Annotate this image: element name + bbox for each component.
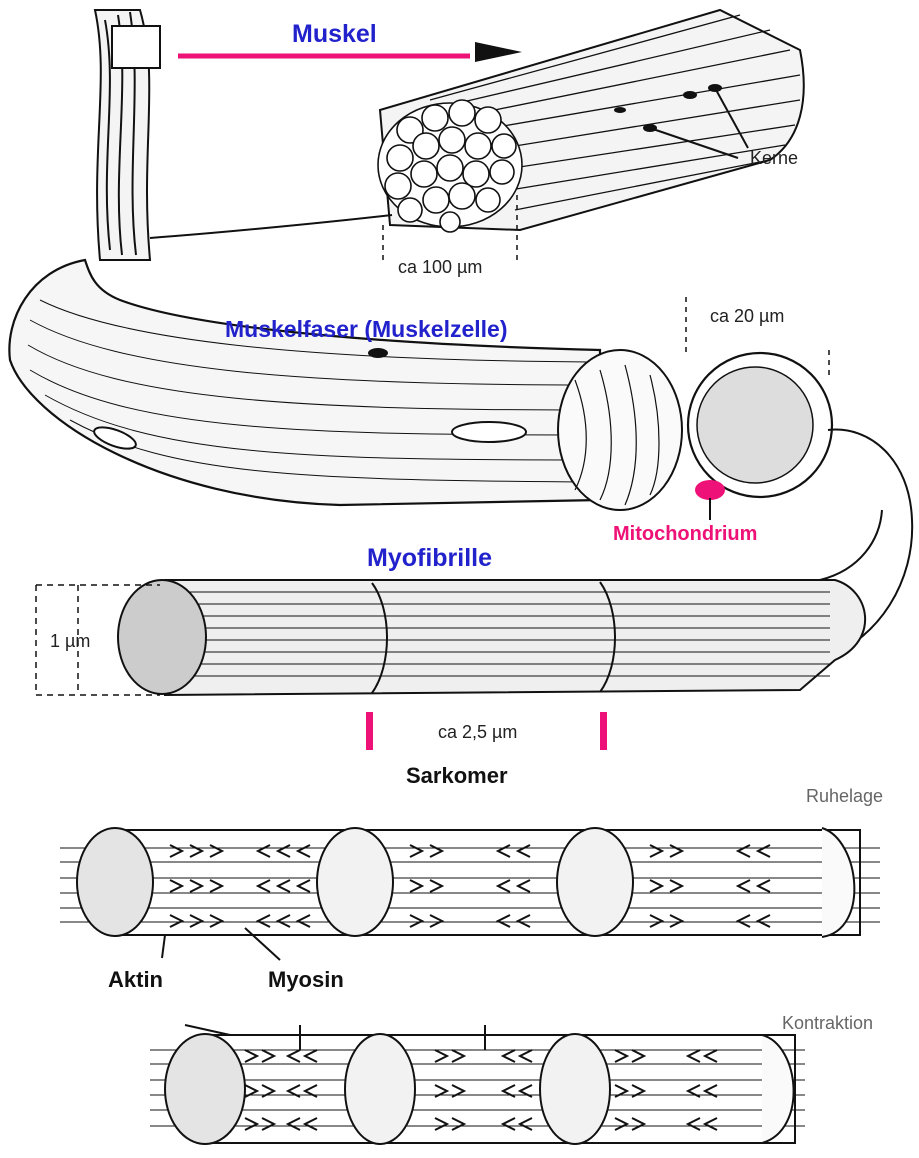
mitochondrium-mark [695, 480, 725, 500]
myosin-label: Myosin [268, 967, 344, 993]
myofibrille-label: Myofibrille [367, 544, 492, 573]
muscle-bundle [378, 10, 804, 232]
aktin-label: Aktin [108, 967, 163, 993]
muscle-fiber [9, 260, 600, 505]
muskel-label: Muskel [292, 20, 377, 49]
kontraktion-label: Kontraktion [782, 1013, 873, 1034]
one-um-label: 1 µm [50, 631, 90, 652]
sarkomer-label: Sarkomer [406, 763, 508, 789]
ruhelage-label: Ruhelage [806, 786, 883, 807]
ca-2-5-um-label: ca 2,5 µm [438, 722, 517, 743]
ca-100-um-label: ca 100 µm [398, 257, 482, 278]
myofibril [118, 580, 865, 695]
kontraktion-filaments [150, 1025, 805, 1144]
ruhelage-filaments [60, 828, 880, 960]
tendon-strand [95, 10, 160, 260]
fiber-cross-section [558, 350, 832, 520]
kerne-label: Kerne [750, 148, 798, 169]
fiber-nucleus [452, 422, 526, 442]
fiber-strand [150, 215, 392, 238]
muskelfaser-label: Muskelfaser (Muskelzelle) [225, 316, 508, 343]
ca-20-um-label: ca 20 µm [710, 306, 784, 327]
mitochondrium-label: Mitochondrium [613, 523, 757, 546]
